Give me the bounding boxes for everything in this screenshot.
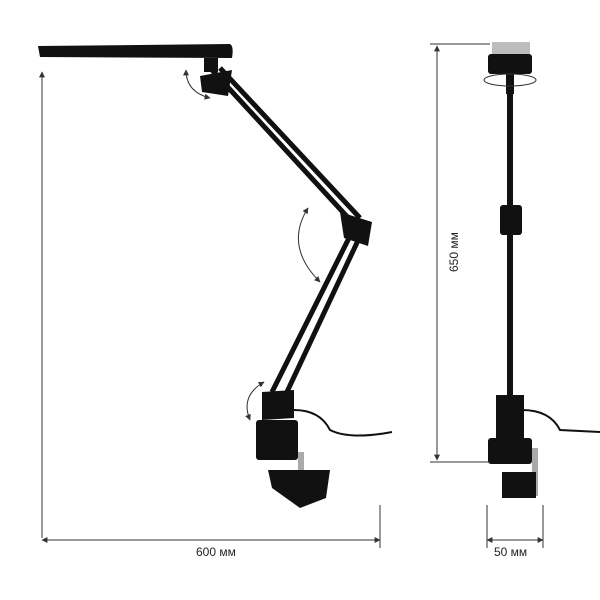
rotate-arrow-head [183, 69, 211, 100]
clamp-jaw [268, 470, 330, 508]
upper-arm [210, 66, 362, 224]
height-label: 650 мм [447, 232, 461, 272]
lamp-side-view [38, 44, 393, 508]
base-joint [262, 390, 294, 420]
width-label: 600 мм [196, 545, 236, 559]
rotate-arrow-base [245, 381, 265, 421]
head-front [492, 42, 530, 54]
lamp-head [38, 44, 233, 58]
base-width-label: 50 мм [494, 545, 528, 559]
power-cord [293, 409, 393, 437]
head-joint [204, 58, 218, 72]
pole [507, 92, 513, 397]
dimension-lines [39, 43, 544, 548]
rotate-arrow-elbow [297, 207, 321, 283]
upper-joint [200, 70, 232, 96]
clamp-base-front [488, 438, 532, 464]
lower-arm [269, 230, 365, 396]
lamp-front-view [483, 42, 600, 498]
clamp-base [256, 420, 298, 460]
pole-joint [500, 205, 522, 235]
rotate-arrow-front [483, 73, 537, 87]
